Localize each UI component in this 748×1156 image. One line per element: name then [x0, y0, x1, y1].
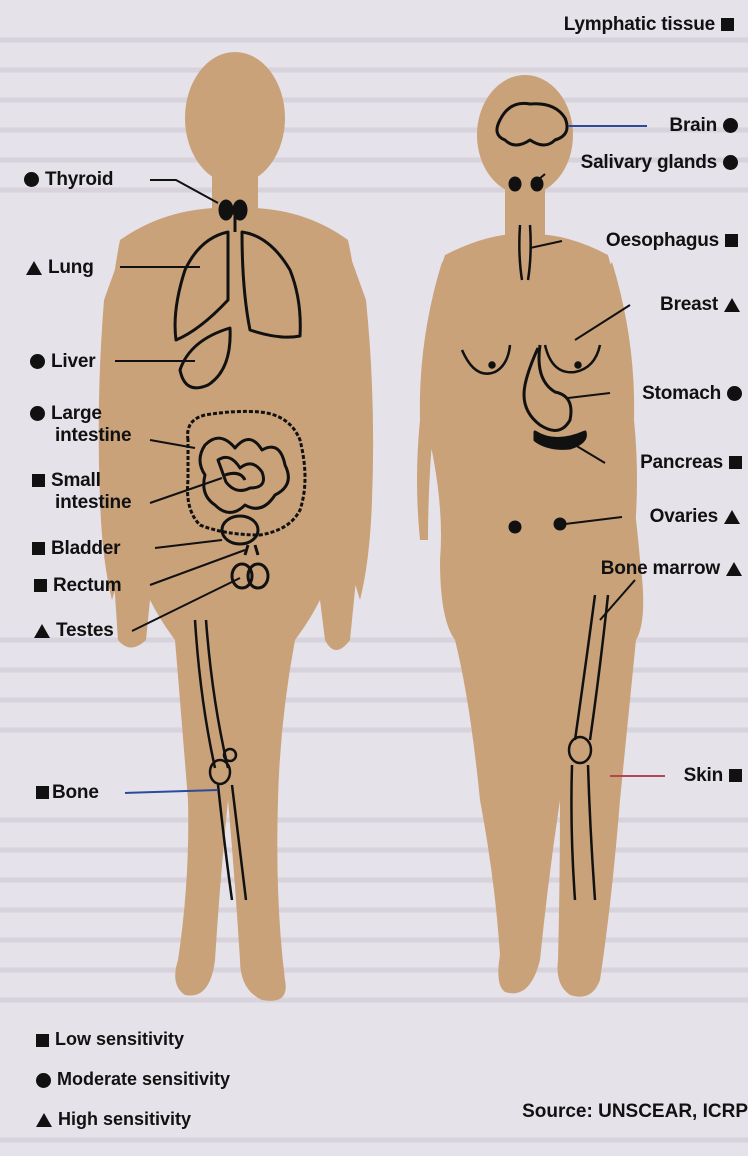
high-sensitivity-icon: [724, 298, 740, 312]
label-small-intestine: Small intestine: [32, 470, 131, 514]
label-text: Testes: [56, 620, 114, 641]
low-sensitivity-icon: [725, 234, 738, 247]
low-sensitivity-icon: [32, 474, 45, 487]
moderate-sensitivity-icon: [30, 354, 45, 369]
low-sensitivity-icon: [36, 1034, 49, 1047]
label-text: Pancreas: [640, 452, 723, 473]
label-text: Lymphatic tissue: [564, 14, 715, 35]
label-skin: Skin: [684, 765, 742, 787]
label-breast: Breast: [660, 294, 740, 316]
moderate-sensitivity-icon: [727, 386, 742, 401]
legend-text: High sensitivity: [58, 1109, 191, 1129]
label-large-intestine: Large intestine: [30, 403, 131, 447]
label-text: Bone marrow: [601, 558, 720, 579]
label-lung: Lung: [26, 257, 94, 279]
label-bone: Bone: [36, 782, 99, 804]
label-text-line2: intestine: [55, 492, 131, 513]
low-sensitivity-icon: [729, 456, 742, 469]
label-text: Oesophagus: [606, 230, 719, 251]
label-text: Thyroid: [45, 169, 113, 190]
label-text: Lung: [48, 257, 94, 278]
label-text: Breast: [660, 294, 718, 315]
low-sensitivity-icon: [729, 769, 742, 782]
label-brain: Brain: [669, 115, 738, 137]
label-text: Skin: [684, 765, 723, 786]
label-text: Brain: [669, 115, 717, 136]
low-sensitivity-icon: [32, 542, 45, 555]
label-ovaries: Ovaries: [650, 506, 740, 528]
legend-low: Low sensitivity: [36, 1029, 184, 1050]
label-bone-marrow: Bone marrow: [601, 558, 742, 580]
label-text: Ovaries: [650, 506, 718, 527]
label-rectum: Rectum: [34, 575, 121, 597]
label-text: Bladder: [51, 538, 120, 559]
moderate-sensitivity-icon: [36, 1073, 51, 1088]
label-text-line2: intestine: [55, 425, 131, 446]
label-liver: Liver: [30, 351, 95, 373]
label-stomach: Stomach: [642, 383, 742, 405]
legend-moderate: Moderate sensitivity: [36, 1069, 230, 1090]
high-sensitivity-icon: [36, 1113, 52, 1127]
low-sensitivity-icon: [721, 18, 734, 31]
label-text: Stomach: [642, 383, 721, 404]
label-salivary-glands: Salivary glands: [581, 152, 738, 174]
legend-high: High sensitivity: [36, 1109, 191, 1130]
moderate-sensitivity-icon: [24, 172, 39, 187]
male-body-silhouette: [99, 52, 373, 1001]
legend-text: Low sensitivity: [55, 1029, 184, 1049]
female-body-silhouette: [417, 75, 643, 997]
high-sensitivity-icon: [726, 562, 742, 576]
low-sensitivity-icon: [34, 579, 47, 592]
label-text: Small: [51, 470, 101, 491]
high-sensitivity-icon: [724, 510, 740, 524]
label-text: Large: [51, 403, 102, 424]
moderate-sensitivity-icon: [723, 118, 738, 133]
low-sensitivity-icon: [36, 786, 49, 799]
legend-text: Moderate sensitivity: [57, 1069, 230, 1089]
label-oesophagus: Oesophagus: [606, 230, 738, 252]
high-sensitivity-icon: [26, 261, 42, 275]
moderate-sensitivity-icon: [723, 155, 738, 170]
label-pancreas: Pancreas: [640, 452, 742, 474]
source-credit: Source: UNSCEAR, ICRP: [522, 1101, 748, 1123]
label-thyroid: Thyroid: [24, 169, 113, 191]
label-testes: Testes: [34, 620, 114, 642]
label-text: Liver: [51, 351, 95, 372]
label-bladder: Bladder: [32, 538, 120, 560]
label-lymphatic-tissue: Lymphatic tissue: [564, 14, 734, 36]
high-sensitivity-icon: [34, 624, 50, 638]
label-text: Bone: [52, 782, 99, 803]
moderate-sensitivity-icon: [30, 406, 45, 421]
label-text: Rectum: [53, 575, 121, 596]
label-text: Salivary glands: [581, 152, 717, 173]
